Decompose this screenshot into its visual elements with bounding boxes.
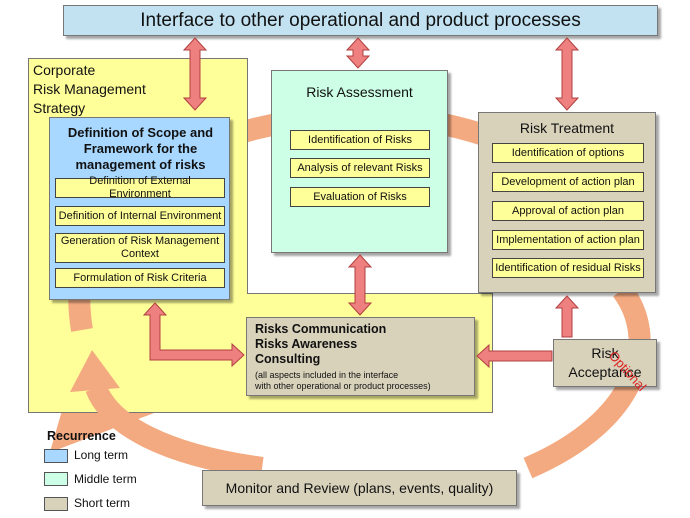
legend-label: Short term xyxy=(74,496,131,510)
treatment-item: Identification of residual Risks xyxy=(492,258,644,278)
scope-item: Definition of External Environment xyxy=(55,175,225,200)
communication-box: Risks Communication Risks Awareness Cons… xyxy=(246,317,475,396)
scope-title: Definition of Scope and Framework for th… xyxy=(67,125,214,172)
strategy-area-inner-edge xyxy=(247,58,248,294)
assessment-item: Analysis of relevant Risks xyxy=(290,158,430,178)
arrow-acceptance-communication xyxy=(476,343,553,369)
assessment-item: Evaluation of Risks xyxy=(290,187,430,207)
legend-swatch-middle xyxy=(44,472,68,486)
legend-title: Recurrence xyxy=(47,429,116,443)
interface-title: Interface to other operational and produ… xyxy=(140,9,581,31)
arrow-interface-assessment xyxy=(345,37,371,69)
treatment-item: Approval of action plan xyxy=(492,201,644,221)
monitor-title: Monitor and Review (plans, events, quali… xyxy=(225,480,494,496)
arrow-assessment-communication xyxy=(347,254,373,316)
legend-swatch-long xyxy=(44,449,68,463)
arrow-interface-treatment xyxy=(554,37,580,111)
interface-bar: Interface to other operational and produ… xyxy=(63,5,658,36)
arrow-scope-communication xyxy=(142,302,245,368)
legend-label: Long term xyxy=(74,448,129,462)
treatment-item: Identification of options xyxy=(492,143,644,163)
treatment-item: Implementation of action plan xyxy=(492,230,644,250)
scope-item: Formulation of Risk Criteria xyxy=(55,268,225,288)
strategy-area-top-edge xyxy=(28,58,248,59)
scope-item: Generation of Risk Management Context xyxy=(55,233,225,263)
assessment-title: Risk Assessment xyxy=(306,84,413,100)
arrow-interface-strategy xyxy=(182,37,208,111)
monitor-box: Monitor and Review (plans, events, quali… xyxy=(202,470,517,506)
acceptance-box: Risk Acceptance xyxy=(553,339,657,387)
assessment-item: Identification of Risks xyxy=(290,130,430,150)
communication-note: (all aspects included in the interface w… xyxy=(255,370,431,391)
treatment-item: Development of action plan xyxy=(492,172,644,192)
strategy-title: Corporate Risk Management Strategy xyxy=(33,62,146,116)
strategy-area-left-edge xyxy=(28,58,29,413)
communication-title: Risks Communication Risks Awareness Cons… xyxy=(255,322,387,366)
scope-item: Definition of Internal Environment xyxy=(55,206,225,226)
legend-label: Middle term xyxy=(74,472,137,486)
legend-swatch-short xyxy=(44,497,68,511)
arrow-acceptance-treatment xyxy=(554,295,580,338)
treatment-title: Risk Treatment xyxy=(519,120,615,136)
strategy-area-inner-top xyxy=(247,293,493,294)
legend: Recurrence Long term Middle term Short t… xyxy=(44,428,194,514)
